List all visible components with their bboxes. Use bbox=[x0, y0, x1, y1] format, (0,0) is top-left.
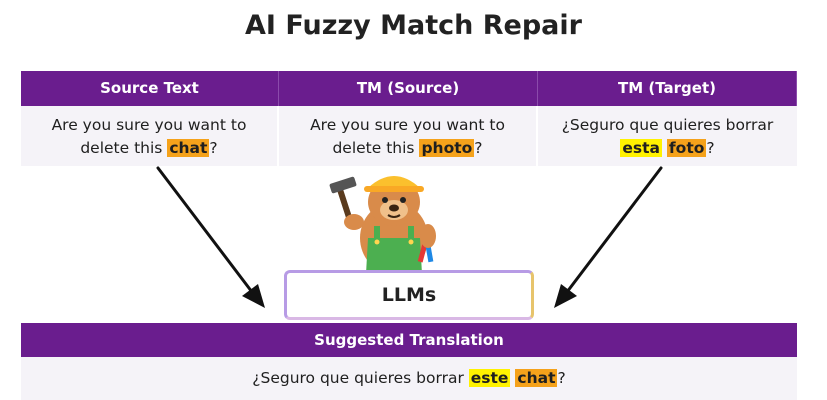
suggested-translation-header: Suggested Translation bbox=[21, 323, 797, 357]
tm-source-line1: Are you sure you want to bbox=[310, 116, 505, 134]
tm-target-highlight-yellow: esta bbox=[620, 139, 662, 157]
tm-target-highlight-orange: foto bbox=[666, 139, 707, 157]
tm-target-post: ? bbox=[706, 139, 715, 157]
tm-target-line1: ¿Seguro que quieres borrar bbox=[561, 116, 774, 134]
suggested-highlight-orange: chat bbox=[515, 369, 558, 387]
tm-source-pre: delete this bbox=[332, 139, 420, 157]
suggested-translation-cell: ¿Seguro que quieres borrar este chat? bbox=[21, 357, 797, 400]
suggested-pre: ¿Seguro que quieres borrar bbox=[252, 369, 469, 387]
column-header-tm-source: TM (Source) bbox=[279, 71, 538, 106]
tm-source-post: ? bbox=[474, 139, 483, 157]
match-table: Source Text TM (Source) TM (Target) Are … bbox=[21, 71, 797, 166]
page-title: AI Fuzzy Match Repair bbox=[245, 10, 582, 41]
suggested-highlight-yellow: este bbox=[468, 369, 511, 387]
tm-target-cell: ¿Seguro que quieres borrar esta foto? bbox=[538, 106, 797, 166]
column-header-source-text: Source Text bbox=[21, 71, 279, 106]
source-text-highlight: chat bbox=[167, 139, 210, 157]
llms-box: LLMs bbox=[284, 270, 534, 320]
source-text-pre: delete this bbox=[80, 139, 168, 157]
tm-source-cell: Are you sure you want to delete this pho… bbox=[279, 106, 538, 166]
source-text-cell: Are you sure you want to delete this cha… bbox=[21, 106, 279, 166]
right-arrow-icon bbox=[554, 166, 663, 308]
beaver-builder-mascot-icon bbox=[329, 176, 436, 274]
source-text-post: ? bbox=[209, 139, 218, 157]
source-text-line1: Are you sure you want to bbox=[51, 116, 247, 134]
suggested-post: ? bbox=[557, 369, 566, 387]
column-header-tm-target: TM (Target) bbox=[538, 71, 797, 106]
tm-source-highlight: photo bbox=[419, 139, 475, 157]
left-arrow-icon bbox=[156, 166, 265, 308]
